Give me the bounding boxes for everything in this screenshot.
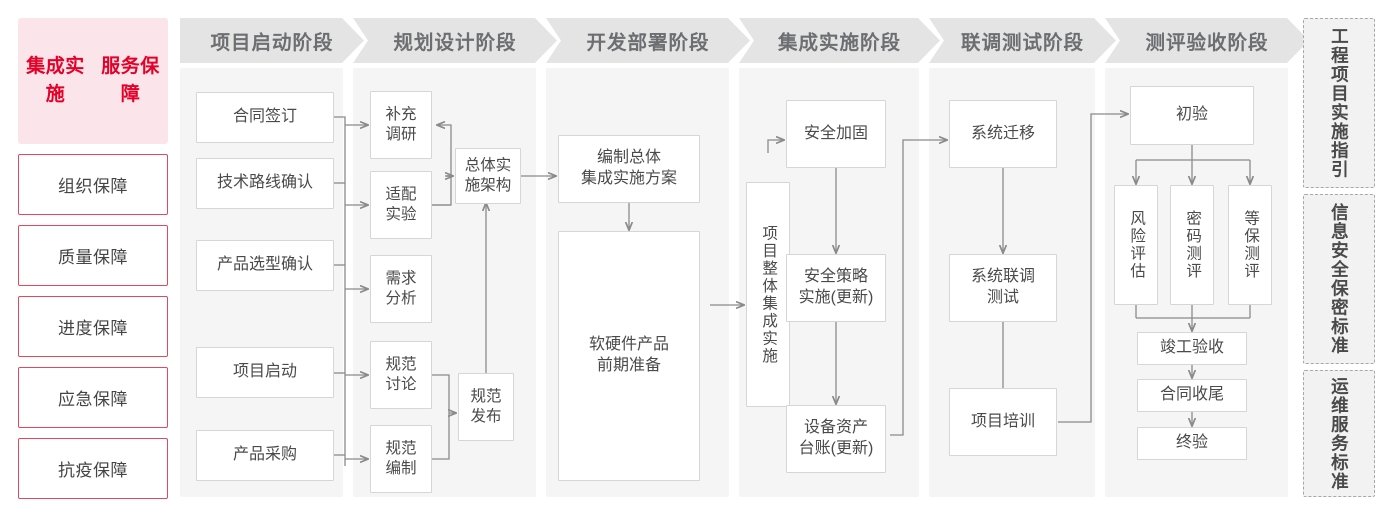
standard-panel-operations[interactable]: 运维服务标准	[1303, 370, 1375, 497]
phase-header-2[interactable]: 规划设计阶段	[353, 18, 557, 63]
phase-header-4[interactable]: 集成实施阶段	[739, 18, 940, 63]
node-product-procurement[interactable]: 产品采购	[196, 430, 334, 481]
service-guarantee-panel: 集成实施 服务保障 组织保障 质量保障 进度保障 应急保障 抗疫保障	[18, 18, 168, 499]
node-adaptation-test[interactable]: 适配实验	[370, 171, 432, 239]
node-mlps-evaluation[interactable]: 等保测评	[1228, 185, 1272, 305]
standard-panel-security[interactable]: 信息安全保密标准	[1303, 194, 1375, 364]
node-asset-ledger-update[interactable]: 设备资产台账(更新)	[786, 405, 886, 473]
node-crypto-evaluation[interactable]: 密码测评	[1170, 185, 1214, 305]
guarantee-item-organization[interactable]: 组织保障	[18, 154, 168, 215]
node-final-acceptance[interactable]: 终验	[1137, 427, 1247, 460]
service-guarantee-title-line2: 服务保障	[101, 56, 160, 105]
phase-header-6[interactable]: 测评验收阶段	[1105, 18, 1309, 63]
node-security-hardening[interactable]: 安全加固	[786, 100, 886, 168]
node-spec-discussion[interactable]: 规范讨论	[370, 341, 432, 409]
guarantee-item-epidemic[interactable]: 抗疫保障	[18, 438, 168, 499]
standard-label-security: 信息安全保密标准	[1329, 203, 1350, 355]
node-risk-assessment[interactable]: 风险评估	[1114, 185, 1158, 305]
node-preliminary-acceptance[interactable]: 初验	[1130, 86, 1254, 145]
node-completion-acceptance[interactable]: 竣工验收	[1137, 332, 1247, 365]
node-system-joint-test[interactable]: 系统联调测试	[949, 254, 1057, 322]
standard-panel-engineering[interactable]: 工程项目实施指引	[1303, 18, 1375, 188]
guarantee-item-quality[interactable]: 质量保障	[18, 225, 168, 286]
node-spec-release[interactable]: 规范发布	[458, 373, 514, 441]
node-security-policy-update[interactable]: 安全策略实施(更新)	[786, 254, 886, 322]
node-contract-closeout[interactable]: 合同收尾	[1137, 379, 1247, 412]
phase-header-3[interactable]: 开发部署阶段	[546, 18, 750, 63]
service-guarantee-title-line1: 集成实施	[26, 56, 85, 105]
guarantee-item-emergency[interactable]: 应急保障	[18, 367, 168, 428]
guarantee-item-schedule[interactable]: 进度保障	[18, 296, 168, 357]
node-system-migration[interactable]: 系统迁移	[949, 100, 1057, 168]
node-project-kickoff[interactable]: 项目启动	[196, 347, 334, 398]
node-supplementary-research[interactable]: 补充调研	[370, 91, 432, 159]
standard-label-operations: 运维服务标准	[1329, 376, 1350, 491]
node-contract-signing[interactable]: 合同签订	[196, 92, 334, 143]
phase-header-5[interactable]: 联调测试阶段	[929, 18, 1116, 63]
node-overall-integration-implementation[interactable]: 项目整体集成实施	[746, 182, 790, 407]
node-spec-drafting[interactable]: 规范编制	[370, 425, 432, 493]
standard-label-engineering: 工程项目实施指引	[1329, 27, 1350, 179]
node-hw-sw-preparation[interactable]: 软硬件产品前期准备	[558, 231, 700, 481]
node-requirement-analysis[interactable]: 需求分析	[370, 255, 432, 323]
node-overall-plan-drafting[interactable]: 编制总体集成实施方案	[558, 135, 700, 203]
node-overall-architecture[interactable]: 总体实施架构	[455, 148, 521, 204]
node-project-training[interactable]: 项目培训	[949, 388, 1057, 456]
phase-header-1[interactable]: 项目启动阶段	[180, 18, 364, 63]
node-tech-route-confirm[interactable]: 技术路线确认	[196, 158, 334, 209]
service-guarantee-title: 集成实施 服务保障	[18, 18, 168, 144]
node-product-selection[interactable]: 产品选型确认	[196, 240, 334, 291]
